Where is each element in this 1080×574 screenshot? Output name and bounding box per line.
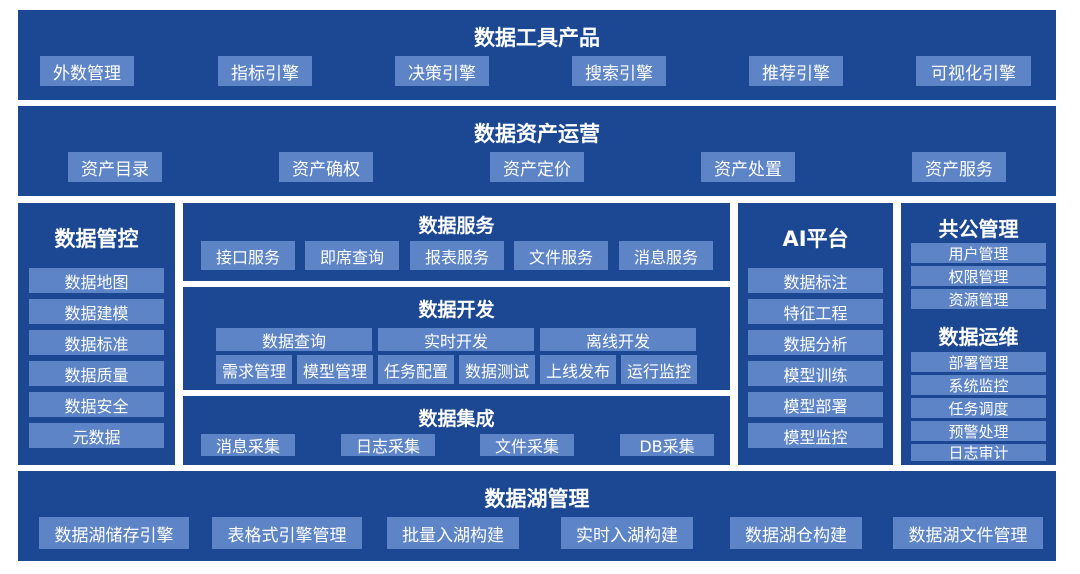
- chip-tools-0[interactable]: 外数管理: [40, 56, 134, 86]
- chip-gov-2[interactable]: 数据标准: [29, 330, 164, 355]
- chip-common-0[interactable]: 用户管理: [911, 243, 1046, 263]
- chip-dev-r2-3[interactable]: 数据测试: [459, 355, 535, 384]
- chip-ops-3[interactable]: 预警处理: [911, 421, 1046, 441]
- chip-ai-2[interactable]: 数据分析: [748, 330, 883, 355]
- data-tools-panel: 数据工具产品 外数管理 指标引擎 决策引擎 搜索引擎 推荐引擎 可视化引擎: [18, 10, 1056, 100]
- chip-dev-r2-2[interactable]: 任务配置: [378, 355, 454, 384]
- chip-ops-2[interactable]: 任务调度: [911, 398, 1046, 418]
- chip-svc-0[interactable]: 接口服务: [201, 241, 295, 270]
- data-ops-title: 数据运维: [938, 325, 1019, 349]
- chip-dev-r2-5[interactable]: 运行监控: [621, 355, 697, 384]
- chip-ops-1[interactable]: 系统监控: [911, 375, 1046, 395]
- chip-ai-0[interactable]: 数据标注: [748, 268, 883, 293]
- chip-tools-5[interactable]: 可视化引擎: [916, 56, 1031, 86]
- chip-lake-0[interactable]: 数据湖储存引擎: [39, 517, 189, 549]
- chip-tools-3[interactable]: 搜索引擎: [572, 56, 666, 86]
- chip-lake-2[interactable]: 批量入湖构建: [387, 517, 519, 549]
- data-dev-title: 数据开发: [418, 299, 495, 321]
- chip-lake-1[interactable]: 表格式引擎管理: [212, 517, 362, 549]
- chip-tools-1[interactable]: 指标引擎: [218, 56, 312, 86]
- chip-ops-0[interactable]: 部署管理: [911, 352, 1046, 372]
- asset-ops-title: 数据资产运营: [474, 122, 600, 146]
- chip-asset-0[interactable]: 资产目录: [68, 152, 162, 182]
- chip-int-1[interactable]: 日志采集: [341, 434, 435, 456]
- chip-lake-3[interactable]: 实时入湖构建: [561, 517, 693, 549]
- chip-ops-4[interactable]: 日志审计: [911, 444, 1046, 462]
- chip-common-2[interactable]: 资源管理: [911, 289, 1046, 309]
- chip-lake-5[interactable]: 数据湖文件管理: [893, 517, 1043, 549]
- chip-ai-4[interactable]: 模型部署: [748, 392, 883, 417]
- chip-dev-r2-0[interactable]: 需求管理: [216, 355, 292, 384]
- data-lake-title: 数据湖管理: [484, 487, 590, 511]
- chip-int-0[interactable]: 消息采集: [201, 434, 295, 456]
- ai-platform-panel: AI平台 数据标注 特征工程 数据分析 模型训练 模型部署 模型监控: [738, 203, 893, 465]
- chip-dev-r1-0[interactable]: 数据查询: [216, 328, 372, 351]
- chip-svc-4[interactable]: 消息服务: [619, 241, 713, 270]
- chip-gov-0[interactable]: 数据地图: [29, 268, 164, 293]
- chip-gov-1[interactable]: 数据建模: [29, 299, 164, 324]
- chip-gov-3[interactable]: 数据质量: [29, 361, 164, 386]
- chip-dev-r1-2[interactable]: 离线开发: [540, 328, 696, 351]
- data-service-title: 数据服务: [418, 215, 495, 237]
- chip-dev-r2-4[interactable]: 上线发布: [540, 355, 616, 384]
- chip-asset-3[interactable]: 资产处置: [701, 152, 795, 182]
- chip-int-2[interactable]: 文件采集: [480, 434, 574, 456]
- data-lake-panel: 数据湖管理 数据湖储存引擎 表格式引擎管理 批量入湖构建 实时入湖构建 数据湖仓…: [18, 471, 1056, 561]
- chip-ai-3[interactable]: 模型训练: [748, 361, 883, 386]
- ai-platform-title: AI平台: [782, 227, 849, 251]
- chip-tools-2[interactable]: 决策引擎: [395, 56, 489, 86]
- chip-int-3[interactable]: DB采集: [620, 434, 714, 456]
- chip-svc-1[interactable]: 即席查询: [305, 241, 399, 270]
- asset-ops-panel: 数据资产运营 资产目录 资产确权 资产定价 资产处置 资产服务: [18, 106, 1056, 196]
- governance-panel: 数据管控 数据地图 数据建模 数据标准 数据质量 数据安全 元数据: [18, 203, 175, 465]
- data-integration-title: 数据集成: [418, 408, 495, 430]
- chip-svc-3[interactable]: 文件服务: [514, 241, 608, 270]
- chip-tools-4[interactable]: 推荐引擎: [749, 56, 843, 86]
- common-ops-panel: 共公管理 用户管理 权限管理 资源管理 数据运维 部署管理 系统监控 任务调度 …: [901, 203, 1056, 465]
- chip-ai-1[interactable]: 特征工程: [748, 299, 883, 324]
- common-mgmt-title: 共公管理: [938, 217, 1019, 241]
- chip-asset-1[interactable]: 资产确权: [279, 152, 373, 182]
- data-dev-panel: 数据开发 数据查询 实时开发 离线开发 需求管理 模型管理 任务配置 数据测试 …: [183, 287, 730, 390]
- data-service-panel: 数据服务 接口服务 即席查询 报表服务 文件服务 消息服务: [183, 203, 730, 281]
- chip-svc-2[interactable]: 报表服务: [410, 241, 504, 270]
- chip-gov-4[interactable]: 数据安全: [29, 392, 164, 417]
- chip-dev-r1-1[interactable]: 实时开发: [378, 328, 534, 351]
- chip-gov-5[interactable]: 元数据: [29, 423, 164, 448]
- data-tools-title: 数据工具产品: [474, 26, 600, 50]
- chip-asset-4[interactable]: 资产服务: [912, 152, 1006, 182]
- chip-dev-r2-1[interactable]: 模型管理: [297, 355, 373, 384]
- chip-asset-2[interactable]: 资产定价: [490, 152, 584, 182]
- chip-ai-5[interactable]: 模型监控: [748, 423, 883, 448]
- governance-title: 数据管控: [54, 227, 139, 251]
- data-integration-panel: 数据集成 消息采集 日志采集 文件采集 DB采集: [183, 396, 730, 465]
- chip-lake-4[interactable]: 数据湖仓构建: [730, 517, 862, 549]
- chip-common-1[interactable]: 权限管理: [911, 266, 1046, 286]
